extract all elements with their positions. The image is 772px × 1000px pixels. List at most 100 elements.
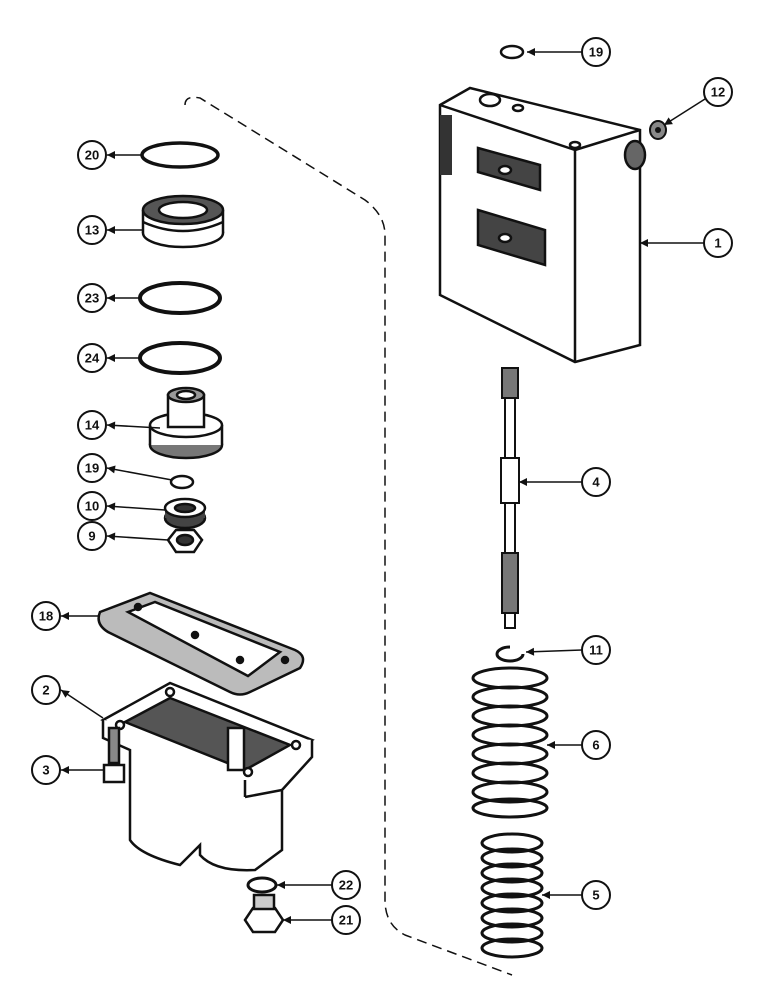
callout-c4: 4 xyxy=(519,467,611,497)
callout-arrowhead xyxy=(283,916,291,924)
callout-arrowhead xyxy=(277,881,285,889)
callout-arrowhead xyxy=(547,741,555,749)
part-drain-plug xyxy=(243,893,285,934)
part-nut xyxy=(166,528,204,554)
callout-number: 14 xyxy=(85,418,100,433)
callout-c2: 2 xyxy=(31,675,104,719)
callout-circle xyxy=(31,755,61,785)
callout-number: 5 xyxy=(592,888,599,903)
callout-c12: 12 xyxy=(663,77,733,126)
callout-c23: 23 xyxy=(77,283,140,313)
part-o-ring-medium xyxy=(138,341,222,375)
part-retaining-clip xyxy=(495,645,525,663)
callout-number: 10 xyxy=(85,499,99,514)
callout-c19a: 19 xyxy=(527,37,611,67)
callout-circle xyxy=(703,228,733,258)
callout-circle xyxy=(77,343,107,373)
part-plug xyxy=(649,120,667,140)
callout-c10: 10 xyxy=(77,491,166,521)
callout-number: 22 xyxy=(339,878,353,893)
callout-circle xyxy=(331,870,361,900)
callout-number: 2 xyxy=(42,683,49,698)
part-housing-block xyxy=(438,86,647,364)
callout-arrowhead xyxy=(107,532,116,541)
callout-arrowhead xyxy=(107,354,115,362)
part-backup-ring xyxy=(138,281,222,315)
callout-number: 12 xyxy=(711,85,725,100)
callout-number: 23 xyxy=(85,291,99,306)
part-shaft xyxy=(500,367,520,629)
part-spring-upper xyxy=(471,666,549,819)
callout-number: 19 xyxy=(85,461,99,476)
callout-number: 13 xyxy=(85,223,99,238)
callout-c13: 13 xyxy=(77,215,142,245)
callout-circle xyxy=(77,410,107,440)
part-snap-ring-top xyxy=(499,44,525,60)
callout-arrowhead xyxy=(526,647,535,656)
callout-arrowhead xyxy=(107,465,116,474)
callout-circle xyxy=(77,140,107,170)
part-gasket xyxy=(97,591,305,696)
callout-number: 4 xyxy=(592,475,600,490)
callout-arrowhead xyxy=(61,690,70,698)
part-o-ring-large xyxy=(140,141,220,169)
callout-leader-line xyxy=(106,535,169,541)
callout-arrowhead xyxy=(107,502,116,511)
part-snap-ring-lower xyxy=(169,474,195,490)
callout-circle xyxy=(77,453,107,483)
callout-arrowhead xyxy=(664,117,673,125)
part-spring-lower xyxy=(480,832,544,959)
callout-circle xyxy=(77,491,107,521)
callout-leader-line xyxy=(106,424,161,429)
callout-circle xyxy=(581,635,611,665)
callout-leader-line xyxy=(60,689,104,719)
callout-circle xyxy=(77,521,107,551)
callout-c11: 11 xyxy=(525,635,611,665)
callout-number: 6 xyxy=(592,738,599,753)
assembly-dashed-guide xyxy=(184,96,513,976)
callout-c21: 21 xyxy=(283,905,361,935)
part-bolt xyxy=(102,726,126,784)
callout-number: 3 xyxy=(42,763,49,778)
callout-circle xyxy=(581,730,611,760)
callout-arrowhead xyxy=(61,766,69,774)
callout-circle xyxy=(581,37,611,67)
callout-number: 21 xyxy=(339,913,353,928)
part-washer xyxy=(163,497,207,530)
callout-leader-line xyxy=(106,505,166,511)
callout-number: 9 xyxy=(88,529,95,544)
callout-c6: 6 xyxy=(547,730,611,760)
callout-arrowhead xyxy=(519,478,527,486)
part-lower-housing xyxy=(100,681,315,872)
callout-c3: 3 xyxy=(31,755,104,785)
callout-leader-line xyxy=(106,467,173,481)
callout-circle xyxy=(77,283,107,313)
part-piston-seal xyxy=(141,194,225,249)
callout-circle xyxy=(581,467,611,497)
callout-c24: 24 xyxy=(77,343,140,373)
callout-arrowhead xyxy=(107,226,115,234)
callout-arrowhead xyxy=(640,239,648,247)
part-sealing-washer xyxy=(246,876,278,894)
callout-circle xyxy=(31,601,61,631)
callout-c5: 5 xyxy=(542,880,611,910)
callout-c19b: 19 xyxy=(77,453,173,483)
callout-arrowhead xyxy=(527,48,535,56)
callout-c14: 14 xyxy=(77,410,161,440)
callout-c22: 22 xyxy=(277,870,361,900)
callout-number: 24 xyxy=(85,351,100,366)
callout-number: 18 xyxy=(39,609,53,624)
callout-arrowhead xyxy=(107,294,115,302)
callout-number: 11 xyxy=(589,643,603,658)
callout-arrowhead xyxy=(107,421,116,430)
callout-leader-line xyxy=(663,98,706,126)
callout-c9: 9 xyxy=(77,521,169,551)
callout-arrowhead xyxy=(61,612,69,620)
callout-arrowhead xyxy=(107,151,115,159)
callout-number: 19 xyxy=(589,45,603,60)
callout-arrowhead xyxy=(542,891,550,899)
callout-circle xyxy=(77,215,107,245)
callout-c20: 20 xyxy=(77,140,142,170)
